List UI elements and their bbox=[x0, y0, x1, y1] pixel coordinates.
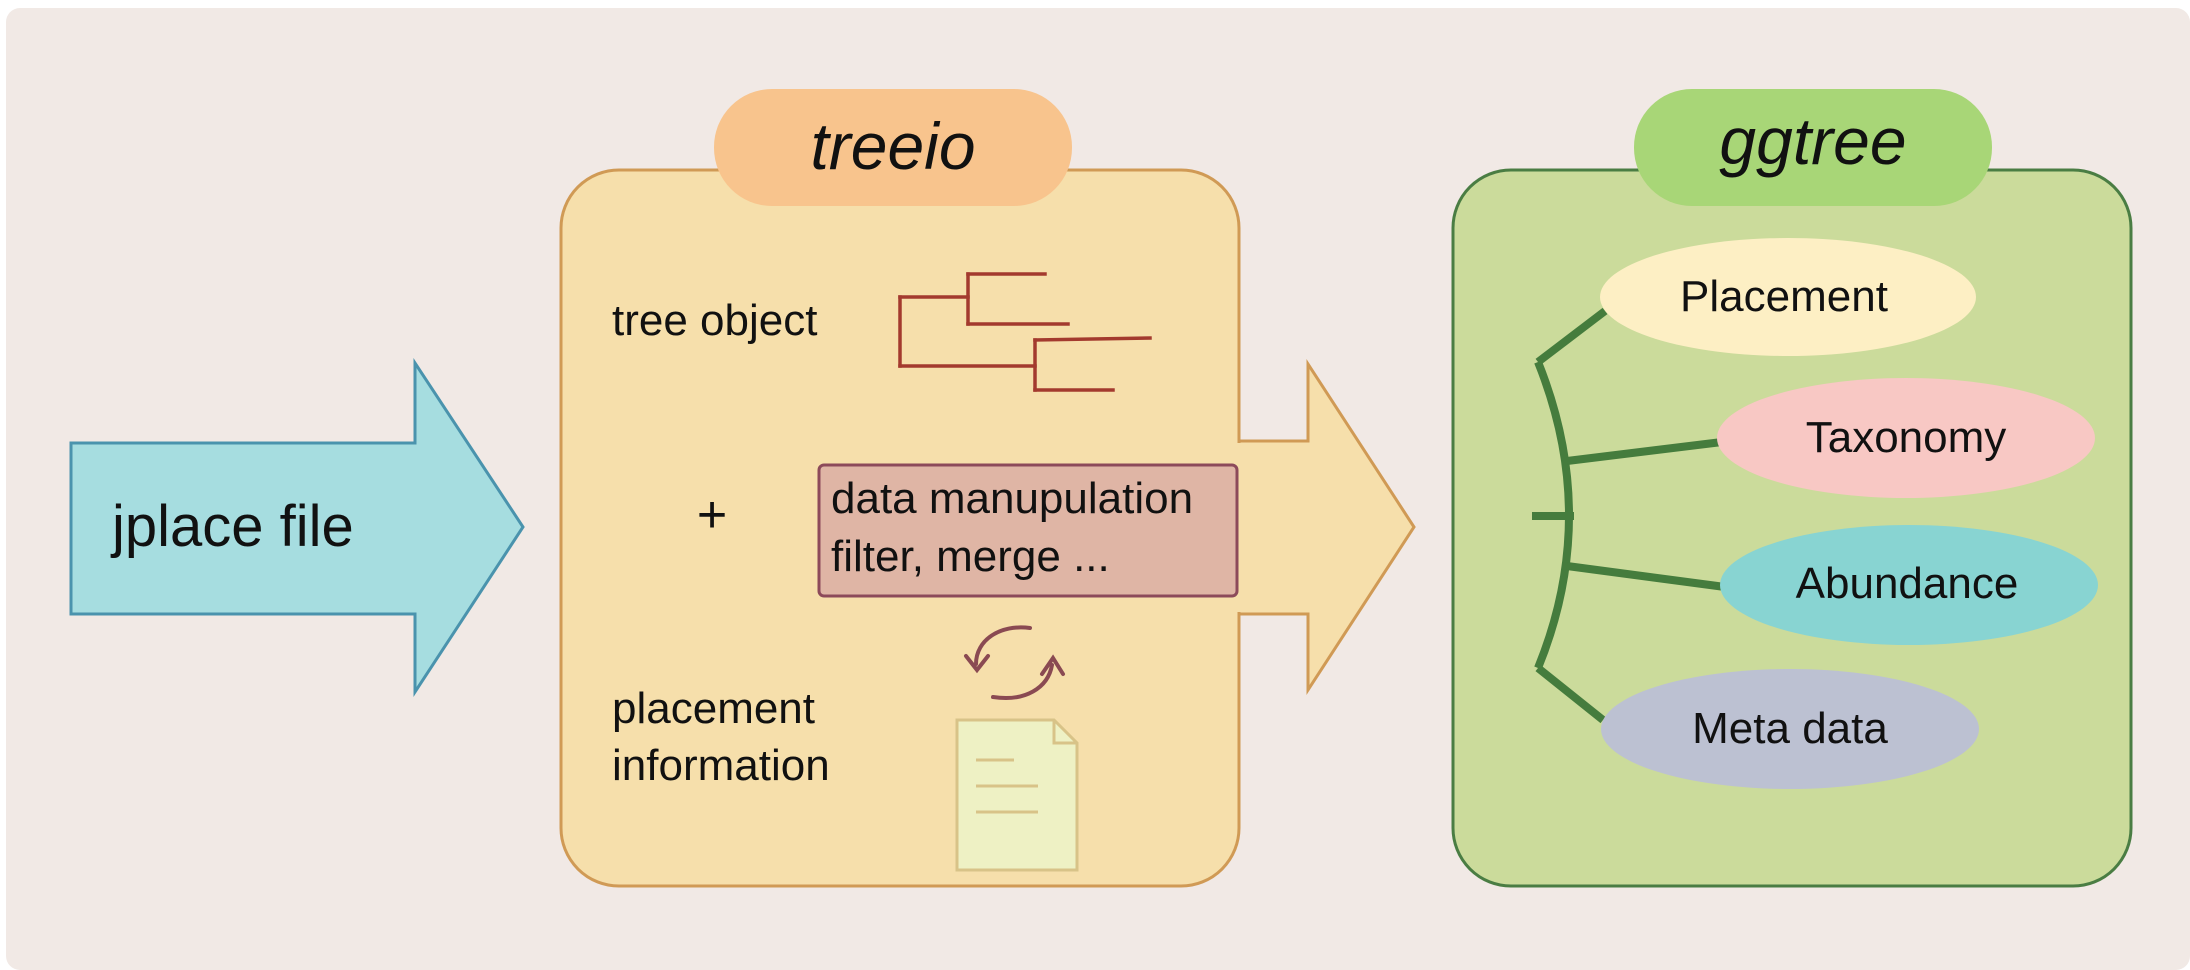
treeio-title-pill bbox=[714, 89, 1072, 206]
ggtree-item-metadata: Meta data bbox=[1601, 669, 1979, 789]
ggtree-title-pill bbox=[1634, 89, 1992, 206]
metadata-label: Meta data bbox=[1692, 704, 1888, 753]
ggtree-item-taxonomy: Taxonomy bbox=[1717, 378, 2095, 498]
treeio-title: treeio bbox=[810, 109, 975, 183]
phylogenetic-tree-icon bbox=[898, 272, 1152, 392]
ggtree-title: ggtree bbox=[1719, 104, 1906, 178]
data-manipulation-box bbox=[817, 463, 1239, 598]
abundance-ellipse bbox=[1720, 525, 2098, 645]
ggtree-item-abundance: Abundance bbox=[1720, 525, 2098, 645]
ggtree-item-placement: Placement bbox=[1600, 238, 1976, 356]
abundance-label: Abundance bbox=[1796, 559, 2019, 608]
taxonomy-ellipse bbox=[1717, 378, 2095, 498]
jplace-input-arrow: jplace file bbox=[69, 357, 525, 698]
treeio-arrow-seam bbox=[1230, 443, 1312, 612]
input-arrow-shape bbox=[69, 357, 525, 698]
placement-label: Placement bbox=[1680, 272, 1888, 321]
ggtree-block: ggtree Placement Taxonomy Abundance Meta… bbox=[1451, 89, 2133, 888]
tree-object-label: tree object bbox=[612, 296, 817, 345]
input-arrow-label: jplace file bbox=[110, 494, 354, 559]
metadata-ellipse bbox=[1601, 669, 1979, 789]
refresh-cycle-icon bbox=[964, 625, 1065, 700]
data-box-line1: data manupulation bbox=[831, 474, 1193, 523]
placement-line1: placement bbox=[612, 684, 815, 733]
plus-symbol: + bbox=[697, 486, 727, 544]
treeio-block: treeio tree object + data manupulation f… bbox=[559, 89, 1416, 888]
placement-line2: information bbox=[612, 741, 830, 790]
taxonomy-label: Taxonomy bbox=[1806, 413, 2007, 462]
data-box-line2: filter, merge ... bbox=[831, 532, 1110, 581]
ggtree-branch-lines bbox=[1532, 307, 1726, 724]
placement-ellipse bbox=[1600, 238, 1976, 356]
document-icon bbox=[955, 718, 1079, 872]
